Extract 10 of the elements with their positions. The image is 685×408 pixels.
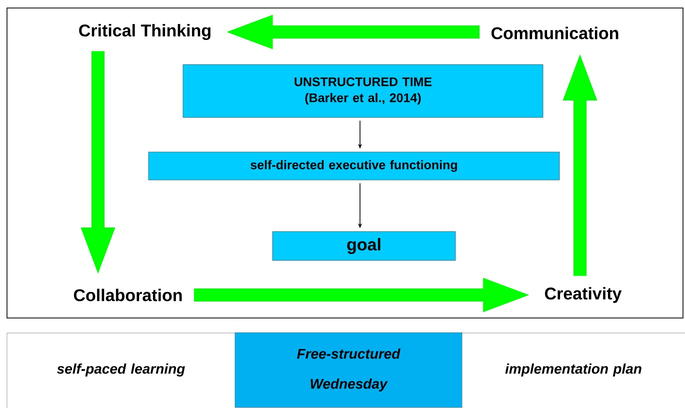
table-cell: self-paced learning — [56, 363, 185, 377]
table-cell: Free-structured Wednesday — [234, 332, 462, 408]
skill-label: Collaboration — [74, 288, 182, 302]
process-box: UNSTRUCTURED TIME (Barker et al., 2014) — [182, 64, 544, 118]
table-cell: implementation plan — [505, 363, 642, 377]
process-box: goal — [272, 231, 456, 261]
process-box: self-directed executive functioning — [148, 152, 560, 180]
skill-label: Critical Thinking — [79, 24, 210, 40]
skill-label: Creativity — [544, 287, 622, 303]
skill-label: Communication — [491, 26, 618, 40]
